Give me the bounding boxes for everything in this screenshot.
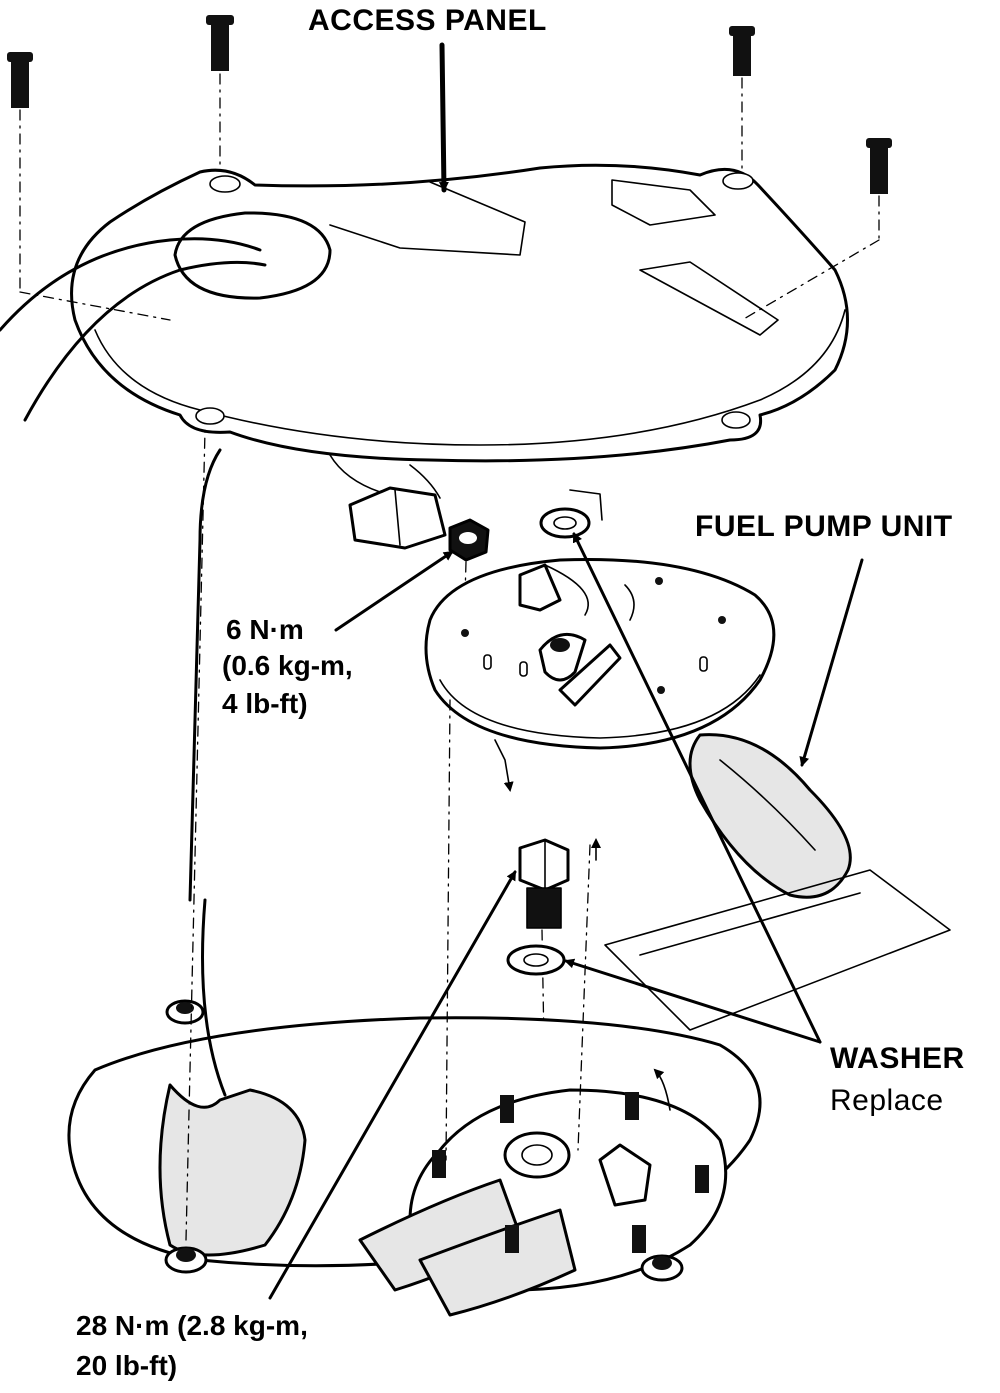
screw-top-center-left: [206, 15, 234, 173]
tank-nut-right-bottom: [640, 1254, 684, 1282]
torque-large-line2: 20 lb-ft): [76, 1350, 178, 1381]
access-panel-label: ACCESS PANEL: [308, 4, 547, 37]
screw-top-center-right: [729, 26, 755, 171]
tank-nut-left-top: [165, 999, 205, 1025]
screw-top-right: [866, 138, 892, 241]
flange-nut: [448, 518, 490, 701]
fuel-pump-unit-label: FUEL PUMP UNIT: [695, 510, 953, 543]
fuel-pump-unit: [424, 557, 951, 1031]
torque-small-line1: 6 N·m: [226, 614, 304, 645]
access-panel: [0, 163, 880, 463]
torque-small-line2: (0.6 kg-m,: [222, 650, 353, 681]
fuel-tank-opening: [67, 448, 762, 1317]
torque-large-line1: 28 N·m (2.8 kg-m,: [76, 1310, 308, 1341]
washer-label: WASHER: [830, 1042, 965, 1075]
tank-nut-left-bottom: [164, 429, 208, 1274]
wiring-connector: [329, 454, 447, 550]
washer-note: Replace: [830, 1084, 944, 1117]
screw-top-left: [7, 52, 33, 293]
leader-lines: [268, 42, 864, 1300]
washer-bottom: [506, 944, 566, 976]
torque-small-line3: 4 lb-ft): [222, 688, 308, 719]
washer-top: [539, 489, 603, 539]
